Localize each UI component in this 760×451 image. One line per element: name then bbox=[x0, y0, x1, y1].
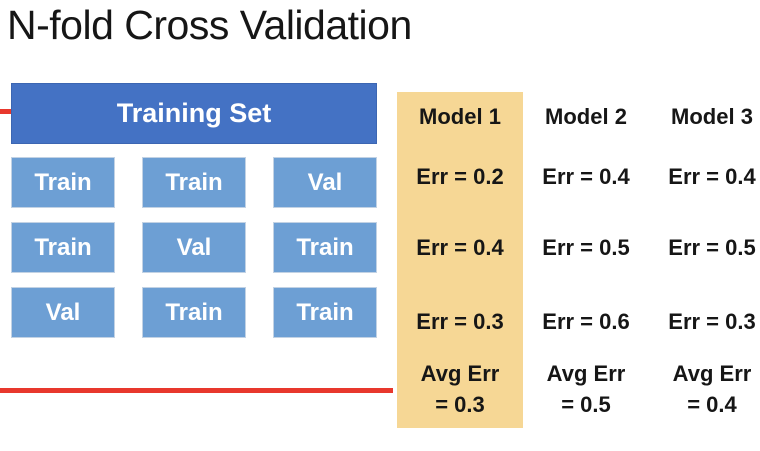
fold-label: Train bbox=[34, 168, 92, 196]
model2-avg-error-line2: = 0.5 bbox=[561, 392, 611, 417]
model1-column: Model 1 Err = 0.2 Err = 0.4 Err = 0.3 Av… bbox=[397, 92, 523, 428]
model2-avg-error: Avg Err = 0.5 bbox=[523, 358, 649, 420]
fold-label: Train bbox=[165, 298, 223, 326]
fold-label: Train bbox=[165, 168, 223, 196]
model1-highlight-rect bbox=[397, 92, 523, 428]
fold-label: Train bbox=[296, 233, 354, 261]
model2-error-fold3: Err = 0.6 bbox=[542, 309, 630, 334]
fold-label: Val bbox=[307, 168, 343, 196]
training-set-bar: Training Set bbox=[11, 83, 377, 144]
fold-box-row2-col2: Val bbox=[142, 222, 246, 273]
model3-avg-error-line2: = 0.4 bbox=[687, 392, 737, 417]
fold-box-row1-col1: Train bbox=[11, 157, 115, 208]
model3-error-fold3: Err = 0.3 bbox=[668, 309, 756, 334]
fold-label: Val bbox=[176, 233, 212, 261]
fold-label: Val bbox=[45, 298, 81, 326]
model3-column: Model 3 Err = 0.4 Err = 0.5 Err = 0.3 Av… bbox=[649, 92, 760, 428]
red-divider-line bbox=[0, 388, 393, 393]
slide-title: N-fold Cross Validation bbox=[7, 2, 412, 48]
fold-box-row2-col1: Train bbox=[11, 222, 115, 273]
model3-header: Model 3 bbox=[671, 104, 753, 129]
model1-avg-error: Avg Err = 0.3 bbox=[397, 358, 523, 420]
fold-box-row3-col1: Val bbox=[11, 287, 115, 338]
fold-box-row3-col2: Train bbox=[142, 287, 246, 338]
model2-error-fold1: Err = 0.4 bbox=[542, 164, 630, 189]
model1-avg-error-line2: = 0.3 bbox=[435, 392, 485, 417]
fold-box-row2-col3: Train bbox=[273, 222, 377, 273]
fold-label: Train bbox=[34, 233, 92, 261]
fold-box-row1-col2: Train bbox=[142, 157, 246, 208]
model1-error-fold3: Err = 0.3 bbox=[416, 309, 504, 334]
fold-label: Train bbox=[296, 298, 354, 326]
model2-column: Model 2 Err = 0.4 Err = 0.5 Err = 0.6 Av… bbox=[523, 92, 649, 428]
red-marker-top-segment bbox=[0, 109, 12, 114]
model1-header: Model 1 bbox=[419, 104, 501, 129]
model3-error-fold1: Err = 0.4 bbox=[668, 164, 756, 189]
model2-error-fold2: Err = 0.5 bbox=[542, 235, 630, 260]
model3-avg-error: Avg Err = 0.4 bbox=[649, 358, 760, 420]
model2-avg-error-line1: Avg Err bbox=[546, 361, 626, 386]
model3-avg-error-line1: Avg Err bbox=[672, 361, 752, 386]
fold-box-row1-col3: Val bbox=[273, 157, 377, 208]
model2-header: Model 2 bbox=[545, 104, 627, 129]
model1-error-fold1: Err = 0.2 bbox=[416, 164, 504, 189]
training-set-label: Training Set bbox=[116, 98, 272, 128]
model1-avg-error-line1: Avg Err bbox=[420, 361, 500, 386]
model3-error-fold2: Err = 0.5 bbox=[668, 235, 756, 260]
model1-error-fold2: Err = 0.4 bbox=[416, 235, 504, 260]
fold-box-row3-col3: Train bbox=[273, 287, 377, 338]
